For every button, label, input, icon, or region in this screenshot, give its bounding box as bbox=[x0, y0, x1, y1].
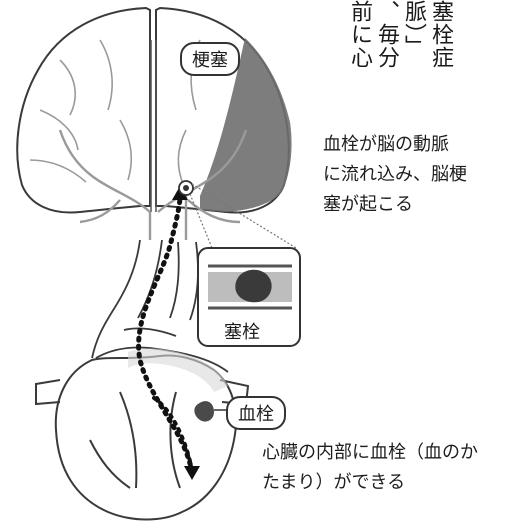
brain-caption: 血栓が脳の動脈 に流れ込み、脳梗 塞が起こる bbox=[323, 130, 467, 220]
heart-caption: 心臓の内部に血栓（血のか たまり）ができる bbox=[262, 438, 478, 498]
heart-caption-line-2: たまり）ができる bbox=[262, 468, 478, 498]
thrombus-tag: 血栓 bbox=[226, 396, 286, 430]
infarct-tag: 梗塞 bbox=[180, 42, 240, 76]
embolus-label: 塞栓 bbox=[224, 318, 260, 344]
blockage-dot bbox=[183, 185, 189, 191]
brain-left-hemisphere bbox=[17, 8, 150, 213]
heart-arrowhead bbox=[184, 466, 200, 480]
heart-caption-line-1: 心臓の内部に血栓（血のか bbox=[262, 438, 478, 468]
brain-caption-line-3: 塞が起こる bbox=[323, 190, 467, 220]
brain-caption-line-2: に流れ込み、脳梗 bbox=[323, 160, 467, 190]
embolus-path bbox=[139, 196, 192, 472]
midline-vessel bbox=[151, 40, 156, 212]
thrombus-in-heart bbox=[194, 401, 214, 421]
brain-folds bbox=[30, 40, 200, 186]
brain-caption-line-1: 血栓が脳の動脈 bbox=[323, 130, 467, 160]
